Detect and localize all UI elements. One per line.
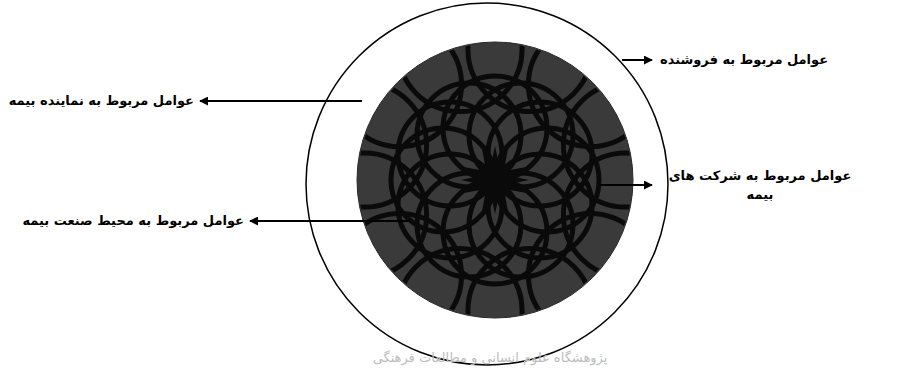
rosette-arc <box>303 153 427 277</box>
rosette-pattern <box>303 0 688 372</box>
factor-label: عوامل مربوط به شرکت های بیمه <box>665 166 855 205</box>
leader-arrow <box>600 184 652 186</box>
leader-arrow <box>200 100 362 102</box>
rosette-arc <box>528 23 652 147</box>
inner-disc <box>357 42 633 318</box>
factor-label: عوامل مربوط به نماینده بیمه <box>9 91 194 111</box>
rosette-star <box>461 146 529 214</box>
rosette-arc <box>338 23 462 147</box>
leader-arrow <box>250 220 410 222</box>
leader-arrows <box>200 60 652 221</box>
rosette-arc <box>563 83 687 207</box>
rosette-arc <box>338 213 462 337</box>
factor-label: عوامل مربوط به فروشنده <box>660 50 828 70</box>
rosette-arc <box>528 213 652 337</box>
leader-arrow <box>622 59 652 61</box>
rosette-arc <box>398 0 522 112</box>
outer-ring <box>306 3 668 365</box>
watermark-text: پژوهشگاه علوم انسانی و مطالعات فرهنگی <box>373 348 608 368</box>
factor-label: عوامل مربوط به محیط صنعت بیمه <box>22 211 244 231</box>
